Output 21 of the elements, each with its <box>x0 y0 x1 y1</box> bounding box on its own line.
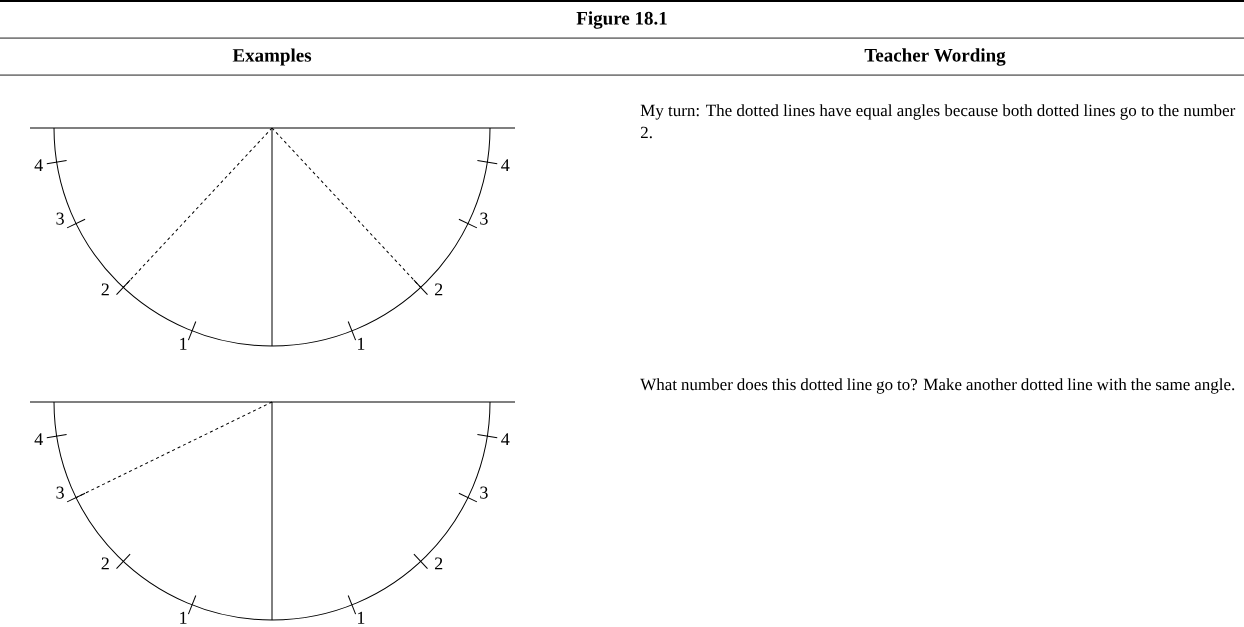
tick-number: 4 <box>34 159 43 172</box>
tick-number: 1 <box>180 611 187 624</box>
tick-number: 2 <box>101 283 109 296</box>
tick-number: 2 <box>435 557 443 570</box>
instruction-text: What number does this dotted line go to? Make another dotted line with the same angle. <box>640 378 1235 394</box>
tick-number: 4 <box>501 159 510 172</box>
tick-number: 1 <box>358 337 365 350</box>
tick-number: 3 <box>480 486 488 499</box>
tick-number: 2 <box>435 283 443 296</box>
tick-number: 3 <box>56 486 64 499</box>
figure-title: Figure 18.1 <box>576 11 667 29</box>
tick-number: 4 <box>501 433 510 446</box>
tick-number: 1 <box>358 611 365 624</box>
instruction-text: My turn: The dotted lines have equal angles because both dotted lines go to the number 2. <box>640 104 1236 139</box>
tick-number: 1 <box>180 337 187 350</box>
tick-number: 3 <box>480 212 488 225</box>
tick-number: 4 <box>34 433 43 446</box>
column-header: Examples <box>232 48 312 66</box>
column-header: Teacher Wording <box>864 48 1006 66</box>
tick-number: 2 <box>101 557 109 570</box>
tick-number: 3 <box>56 212 64 225</box>
